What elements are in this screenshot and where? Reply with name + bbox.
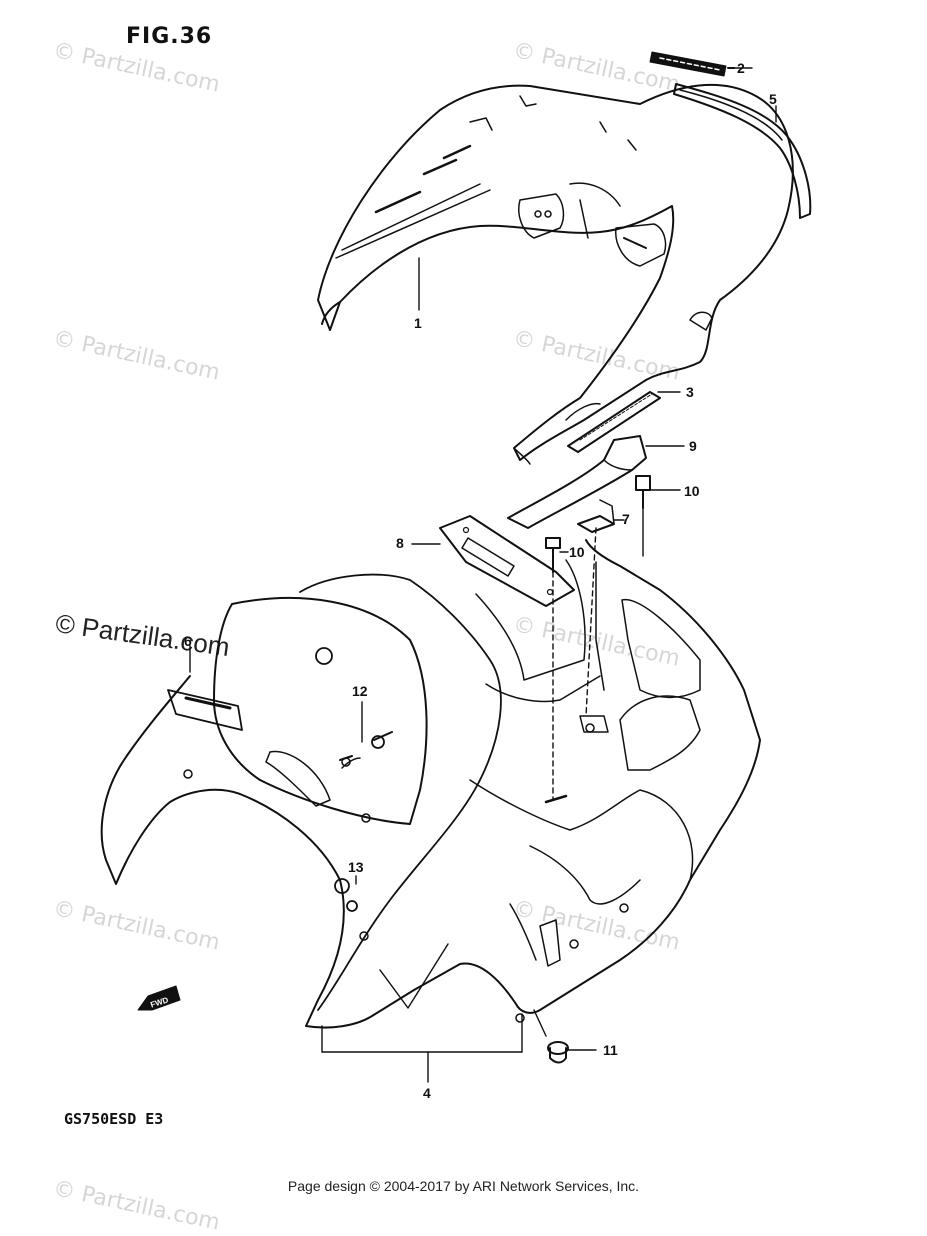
seat-tail-cowl — [317, 83, 794, 465]
parts-diagram: © Partzilla.com © Partzilla.com © Partzi… — [51, 24, 812, 1236]
callout-11: 11 — [603, 1042, 618, 1058]
exploded-view-drawing: 1 2 3 4 5 6 7 8 9 10 10 11 12 13 FWD — [100, 51, 812, 1101]
callouts: 1 2 3 4 5 6 7 8 9 10 10 11 12 13 — [184, 60, 777, 1101]
footer-credit: Page design © 2004-2017 by ARI Network S… — [287, 1178, 640, 1194]
callout-10a: 10 — [684, 483, 700, 499]
fwd-arrow-icon — [137, 985, 181, 1011]
emblem-part-3 — [567, 391, 661, 453]
callout-1: 1 — [414, 315, 422, 331]
screw-part-12 — [339, 731, 393, 767]
bolt-part-10-lower — [545, 537, 561, 573]
callout-7: 7 — [622, 511, 630, 527]
molding-part-5 — [673, 83, 812, 219]
callout-10b: 10 — [569, 544, 585, 560]
callout-3: 3 — [686, 384, 694, 400]
rear-fender-housing — [100, 539, 761, 1029]
leader-lines — [189, 67, 777, 1083]
callout-12: 12 — [352, 683, 368, 699]
model-code: GS750ESD E3 — [64, 1110, 164, 1128]
clip-part-7 — [577, 499, 615, 533]
callout-6: 6 — [184, 633, 192, 649]
grommet-part-11 — [547, 1041, 569, 1064]
callout-9: 9 — [689, 438, 697, 454]
callout-5: 5 — [769, 91, 777, 107]
callout-4: 4 — [423, 1085, 431, 1101]
emblem-part-2 — [649, 51, 735, 77]
bracket-part-9 — [507, 435, 647, 529]
callout-8: 8 — [396, 535, 404, 551]
bracket-part-8 — [439, 515, 575, 607]
figure-title: FIG.36 — [126, 24, 213, 49]
callout-2: 2 — [737, 60, 745, 76]
callout-13: 13 — [348, 859, 364, 875]
bolt-part-10-upper — [635, 475, 651, 509]
